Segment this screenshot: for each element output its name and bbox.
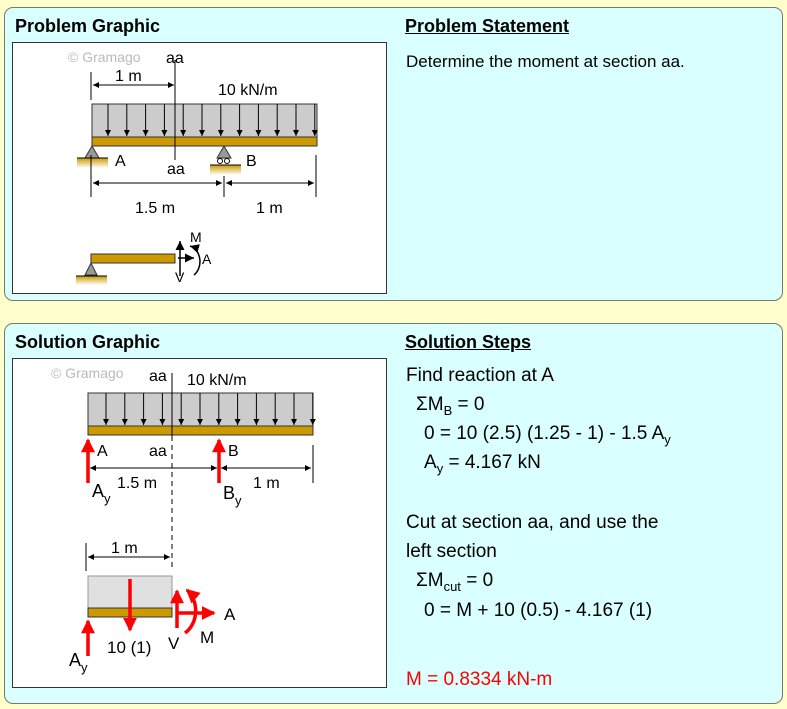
solution-graphic-box	[12, 358, 387, 688]
step-text: = 4.167 kN	[443, 452, 541, 473]
problem-statement-title: Problem Statement	[405, 16, 570, 36]
problem-graphic-box	[12, 42, 387, 294]
step-cut-eq: 0 = M + 10 (0.5) - 4.167 (1)	[424, 600, 653, 621]
step-cut: Cut at section aa, and use the	[406, 512, 659, 533]
step-left-section: left section	[406, 541, 497, 562]
step-sub: y	[436, 461, 444, 476]
problem-graphic-title: Problem Graphic	[15, 16, 161, 36]
step-sum-mcut: ΣMcut = 0	[416, 570, 493, 594]
step-find-reaction: Find reaction at A	[406, 365, 554, 386]
step-text: ΣM	[416, 570, 444, 591]
problem-statement: Determine the moment at section aa.	[406, 52, 685, 71]
step-sub: cut	[443, 579, 461, 594]
answer: M = 0.8334 kN-m	[406, 669, 553, 690]
step-text: ΣM	[416, 394, 444, 415]
step-text: 0 = 10 (2.5) (1.25 - 1) - 1.5 A	[424, 423, 665, 444]
step-sub: B	[443, 403, 453, 418]
solution-graphic-title: Solution Graphic	[15, 332, 161, 352]
step-text: A	[424, 452, 437, 473]
step-ay-result: Ay = 4.167 kN	[424, 452, 541, 476]
step-text: = 0	[460, 570, 494, 591]
step-sub: y	[664, 432, 671, 447]
problem-panel: Problem Graphic Problem Statement	[4, 7, 783, 301]
solution-steps-title: Solution Steps	[405, 332, 531, 352]
step-moment-eq: 0 = 10 (2.5) (1.25 - 1) - 1.5 Ay	[424, 423, 671, 447]
step-text: = 0	[452, 394, 485, 415]
step-sum-mb: ΣMB = 0	[416, 394, 484, 418]
solution-panel: Solution Graphic Solution Steps	[4, 323, 783, 704]
